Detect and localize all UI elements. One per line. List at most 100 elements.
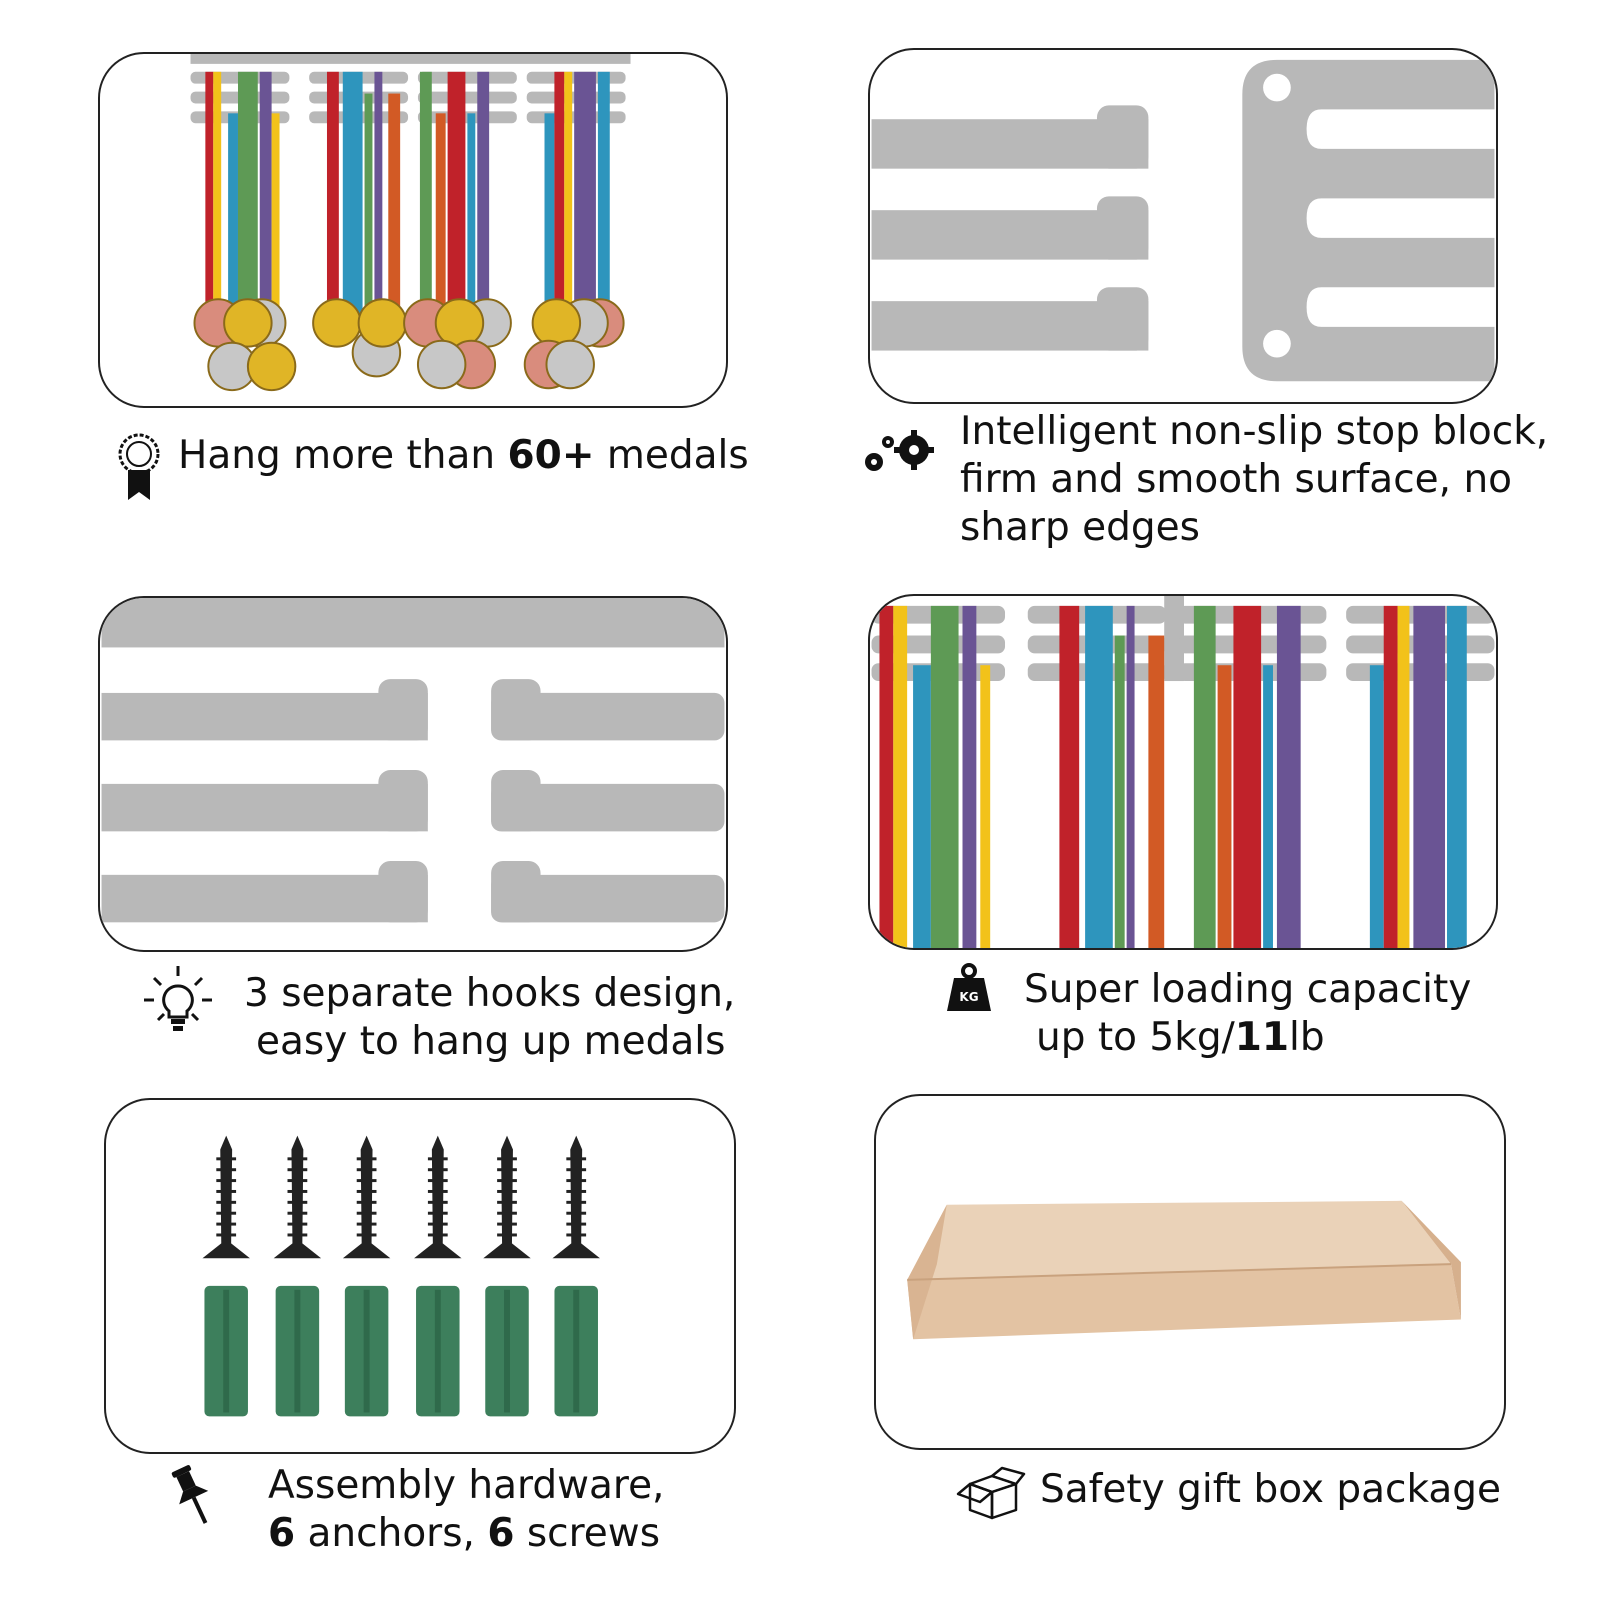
wall-anchor-groove bbox=[504, 1289, 510, 1413]
loading-capacity-panel bbox=[868, 594, 1498, 950]
stop-block-closeup-panel bbox=[868, 48, 1498, 404]
screw-thread bbox=[216, 1222, 237, 1226]
screw-thread bbox=[427, 1189, 448, 1193]
screw-thread bbox=[287, 1168, 308, 1172]
screw-thread bbox=[497, 1179, 517, 1183]
screw-thread bbox=[356, 1200, 377, 1204]
wall-anchor-groove bbox=[294, 1289, 301, 1413]
screw-thread bbox=[566, 1179, 587, 1183]
screw-thread bbox=[566, 1222, 587, 1226]
gears-icon bbox=[860, 428, 936, 478]
capacity-caption-unit: lb bbox=[1289, 1015, 1325, 1060]
anchor-count: 6 bbox=[268, 1511, 296, 1556]
ribbons-illustration bbox=[871, 596, 1495, 948]
medals-caption-post: medals bbox=[594, 433, 749, 478]
stop-block-illustration bbox=[871, 59, 1495, 382]
screw bbox=[202, 1135, 250, 1259]
medals-caption-count: 60+ bbox=[507, 433, 595, 478]
screw-thread bbox=[497, 1233, 517, 1237]
screw-thread bbox=[356, 1189, 377, 1193]
hardware-caption-line1: Assembly hardware, bbox=[268, 1463, 665, 1508]
screw-thread bbox=[497, 1200, 517, 1204]
screw-thread bbox=[287, 1179, 308, 1183]
screw-thread bbox=[216, 1233, 237, 1237]
screw-thread bbox=[216, 1157, 237, 1161]
cardboard-box-illustration bbox=[907, 1200, 1461, 1340]
medals-caption-pre: Hang more than bbox=[178, 433, 508, 478]
hardware-caption-line2: 6 anchors, 6 screws bbox=[268, 1510, 664, 1558]
screw-thread bbox=[566, 1211, 587, 1215]
kg-weight-label: KG bbox=[959, 990, 978, 1004]
stop-block-caption: Intelligent non-slip stop block, firm an… bbox=[960, 408, 1548, 552]
stop-block-caption-line2: firm and smooth surface, no bbox=[960, 457, 1513, 502]
screw bbox=[483, 1135, 531, 1259]
capacity-caption: Super loading capacity up to 5kg/11lb bbox=[1024, 966, 1471, 1062]
screw-thread bbox=[356, 1179, 377, 1183]
screw-thread bbox=[216, 1168, 237, 1172]
screw-thread bbox=[287, 1189, 308, 1193]
screw-thread bbox=[427, 1200, 448, 1204]
screw bbox=[552, 1135, 600, 1259]
screw-thread bbox=[497, 1211, 517, 1215]
wall-anchor-groove bbox=[434, 1289, 441, 1413]
medal-rack-illustration bbox=[190, 54, 631, 392]
screw-thread bbox=[216, 1200, 237, 1204]
screw-thread bbox=[356, 1233, 377, 1237]
screw-thread bbox=[566, 1168, 587, 1172]
screw-thread bbox=[497, 1189, 517, 1193]
screw-count: 6 bbox=[487, 1511, 515, 1556]
screw-thread bbox=[356, 1157, 377, 1161]
screw bbox=[273, 1135, 322, 1259]
screw-thread bbox=[216, 1189, 237, 1193]
screw-thread bbox=[427, 1157, 448, 1161]
screw-thread bbox=[356, 1168, 377, 1172]
screw-thread bbox=[287, 1157, 308, 1161]
screw-thread bbox=[287, 1233, 308, 1237]
separate-hooks-panel bbox=[98, 596, 728, 952]
hardware-caption-mid: anchors, bbox=[295, 1511, 488, 1556]
hardware-caption: Assembly hardware, 6 anchors, 6 screws bbox=[268, 1462, 664, 1558]
screw-thread bbox=[427, 1211, 448, 1215]
screw-thread bbox=[566, 1233, 587, 1237]
open-box-icon bbox=[956, 1466, 1026, 1520]
medals-caption: Hang more than 60+ medals bbox=[178, 432, 749, 480]
screw-thread bbox=[497, 1222, 517, 1226]
wall-anchor-groove bbox=[573, 1289, 580, 1413]
screw-thread bbox=[287, 1211, 308, 1215]
package-caption-text: Safety gift box package bbox=[1040, 1467, 1502, 1512]
gift-box-panel bbox=[874, 1094, 1506, 1450]
screw-thread bbox=[497, 1168, 517, 1172]
wall-anchor-groove bbox=[223, 1289, 230, 1413]
hooks-caption: 3 separate hooks design, easy to hang up… bbox=[244, 970, 735, 1066]
screw-thread bbox=[566, 1200, 587, 1204]
wall-anchor-groove bbox=[363, 1289, 370, 1413]
screw-thread bbox=[356, 1211, 377, 1215]
screw-thread bbox=[427, 1168, 448, 1172]
screw-thread bbox=[356, 1222, 377, 1226]
capacity-caption-pre: up to 5kg/ bbox=[1036, 1015, 1235, 1060]
medal-rack-photo-panel bbox=[98, 52, 728, 408]
capacity-caption-line1: Super loading capacity bbox=[1024, 967, 1472, 1012]
screw-thread bbox=[566, 1189, 587, 1193]
capacity-caption-line2: up to 5kg/11lb bbox=[1024, 1014, 1471, 1062]
screw-thread bbox=[427, 1222, 448, 1226]
screw-thread bbox=[427, 1233, 448, 1237]
screw-thread bbox=[216, 1179, 237, 1183]
package-caption: Safety gift box package bbox=[1040, 1466, 1501, 1514]
stop-block-caption-line3: sharp edges bbox=[960, 505, 1200, 550]
screw-thread bbox=[497, 1157, 517, 1161]
stop-block-caption-line1: Intelligent non-slip stop block, bbox=[960, 409, 1549, 454]
hooks-caption-line1: 3 separate hooks design, bbox=[244, 971, 736, 1016]
capacity-caption-bold: 11 bbox=[1234, 1015, 1289, 1060]
kg-weight-icon: KG bbox=[946, 962, 992, 1012]
hooks-illustration bbox=[101, 598, 725, 923]
pushpin-icon bbox=[168, 1464, 216, 1530]
screw-thread bbox=[216, 1211, 237, 1215]
screw bbox=[414, 1135, 462, 1259]
screw-thread bbox=[287, 1200, 308, 1204]
hardware-caption-post: screws bbox=[514, 1511, 661, 1556]
award-ribbon-icon bbox=[114, 430, 164, 502]
screw bbox=[342, 1135, 391, 1259]
screw-thread bbox=[566, 1157, 587, 1161]
screw-thread bbox=[427, 1179, 448, 1183]
